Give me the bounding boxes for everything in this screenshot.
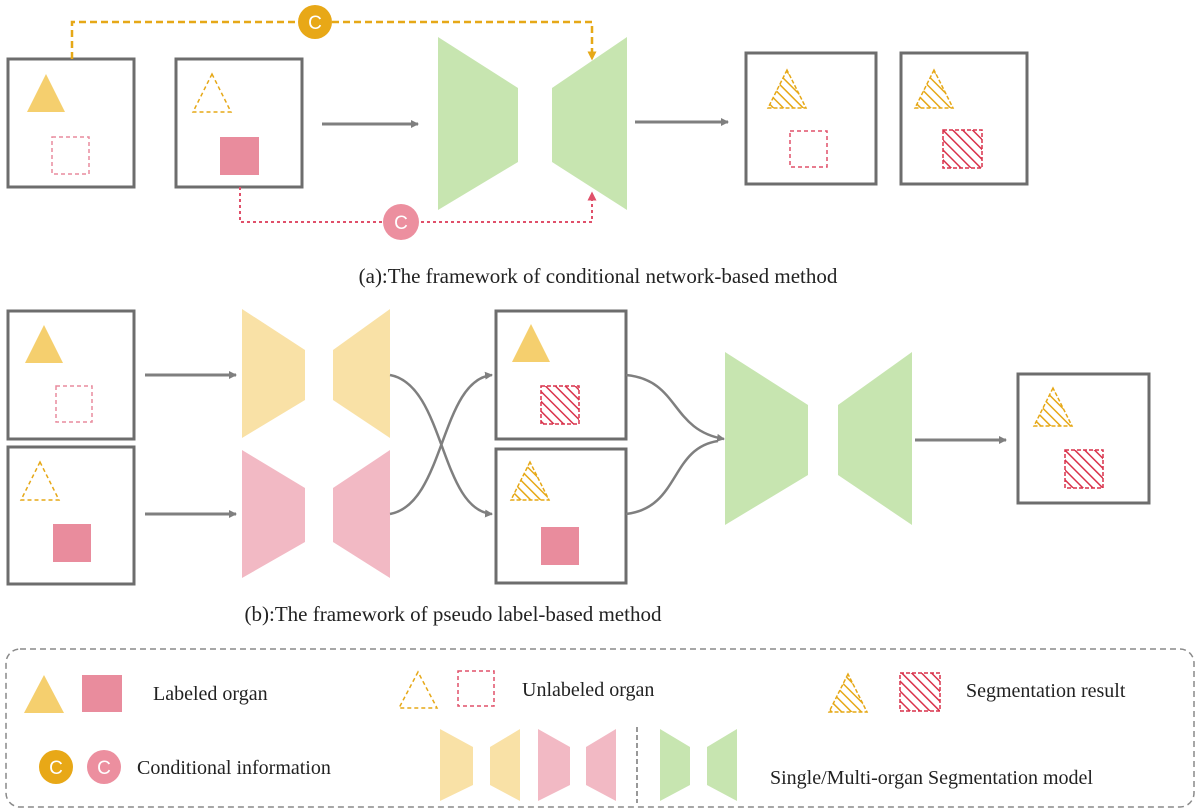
caption-b: (b):The framework of pseudo label-based … [245,602,662,626]
segmented-triangle-icon [1032,386,1074,427]
labeled-square-icon [53,524,91,562]
legend-labeled-label: Labeled organ [153,683,268,705]
legend-condition-icon-pink: C [87,750,121,784]
pseudo-label-image-1 [494,309,628,441]
panel-a: C C (a):The framework of condition [6,5,1029,288]
legend-model-pink-icon [538,729,616,801]
condition-icon-pink: C [383,204,419,240]
unlabeled-square-icon [51,136,90,175]
svg-text:C: C [97,758,111,779]
merge-curve-top [625,373,725,442]
legend-segmentation-label: Segmentation result [966,680,1126,702]
labeled-square-icon [541,527,579,565]
input-image-1 [6,57,136,189]
input-image-2 [174,57,304,189]
legend-unlabeled-label: Unlabeled organ [522,679,654,701]
labeled-triangle-icon [512,324,550,362]
legend-segmented-triangle-icon [827,672,869,713]
legend-labeled-square-icon [82,675,122,712]
segmented-triangle-icon [509,460,551,501]
cross-curve-2 [389,371,493,516]
labeled-square-icon [220,137,259,175]
segmented-square-icon [1064,449,1104,489]
legend-conditional-label: Conditional information [137,757,331,779]
legend: Labeled organ Unlabeled organ Segmentati… [5,648,1195,808]
unlabeled-triangle-icon [19,460,61,501]
cross-curve-1 [389,373,493,518]
legend-labeled-triangle-icon [24,675,64,713]
unlabeled-square-icon [789,130,828,168]
legend-condition-icon-yellow: C [39,750,73,784]
merge-curve-bottom [625,439,719,516]
legend-unlabeled-square-icon [457,670,495,707]
labeled-triangle-icon [27,74,65,112]
segmented-square-icon [540,385,580,425]
unlabeled-triangle-icon [191,72,233,113]
output-image-2 [899,51,1029,186]
svg-text:C: C [49,758,63,779]
legend-unlabeled-triangle-icon [397,670,439,709]
caption-a: (a):The framework of conditional network… [359,264,838,288]
svg-text:C: C [394,213,408,234]
segmented-triangle-icon [766,68,808,109]
segmentation-model-pink [242,450,390,578]
input-image-b2 [6,445,136,586]
legend-segmented-square-icon [899,672,941,712]
labeled-triangle-icon [25,325,63,363]
unlabeled-square-icon [55,385,93,423]
legend-model-yellow-icon [440,729,520,801]
segmentation-model-b [725,352,912,525]
segmented-triangle-icon [913,68,955,109]
legend-model-green-icon [660,729,737,801]
pseudo-label-image-2 [494,447,628,585]
legend-border [5,648,1195,808]
condition-icon-yellow: C [298,5,332,39]
input-image-b1 [6,309,136,441]
legend-model-label: Single/Multi-organ Segmentation model [770,767,1093,789]
yellow-condition-line [70,20,597,61]
output-image-b [1016,372,1151,505]
output-image-1 [744,51,878,186]
segmentation-model-a [438,37,627,210]
segmentation-model-yellow [242,309,390,438]
segmented-square-icon [942,129,983,169]
svg-text:C: C [308,13,322,34]
panel-b: (b):The framework of pseudo label-based … [6,309,1151,626]
